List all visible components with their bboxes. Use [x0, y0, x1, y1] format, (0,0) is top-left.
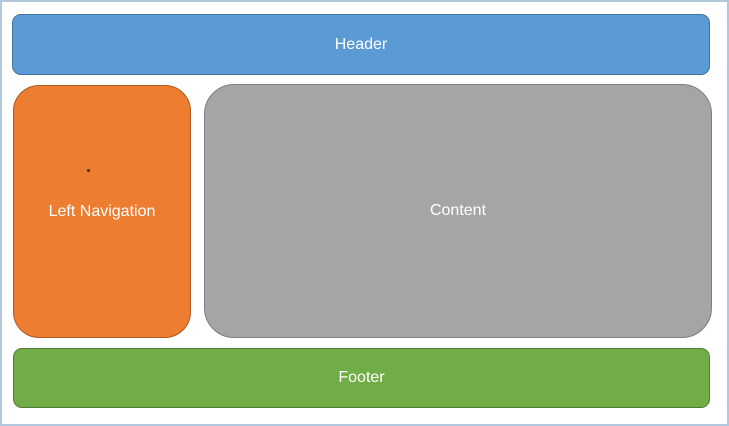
content-label: Content — [429, 202, 487, 219]
left-navigation-label: Left Navigation — [48, 202, 156, 220]
stray-dot — [87, 169, 90, 172]
header-label: Header — [334, 35, 388, 53]
footer-label: Footer — [338, 369, 385, 386]
footer-block: Footer — [13, 348, 710, 408]
header-block: Header — [12, 14, 710, 75]
left-navigation-block: Left Navigation — [13, 85, 191, 338]
content-block: Content — [204, 84, 712, 338]
